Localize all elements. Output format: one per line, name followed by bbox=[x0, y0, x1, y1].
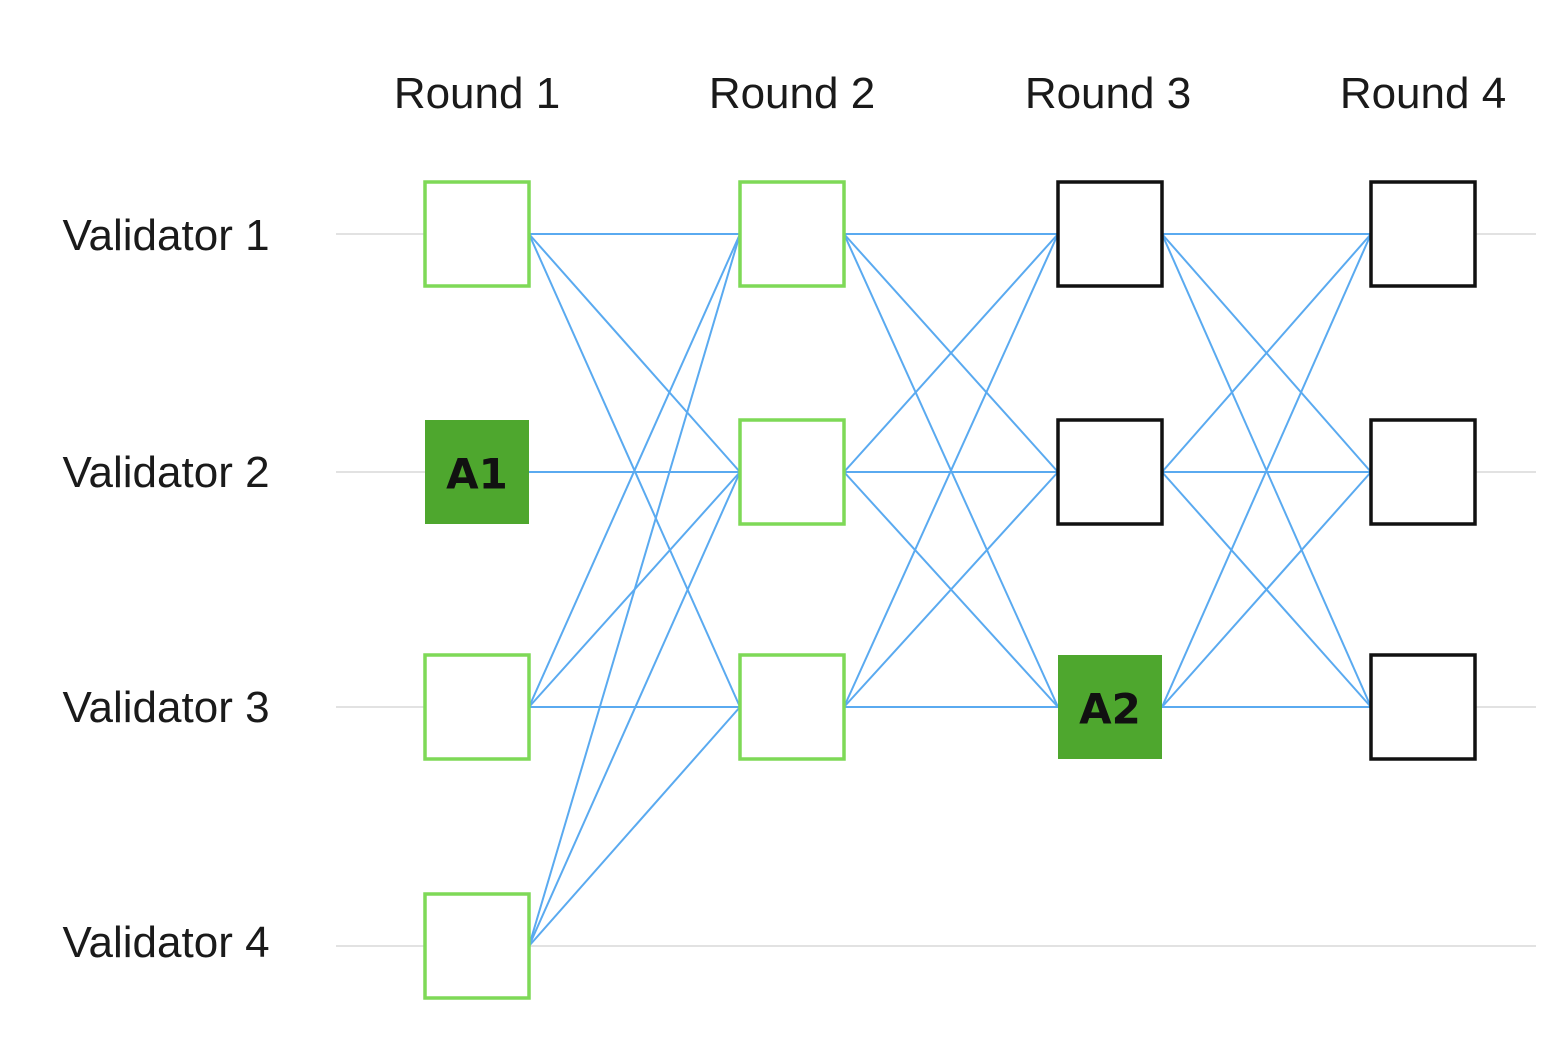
validator-labels: Validator 1 Validator 2 Validator 3 Vali… bbox=[62, 211, 269, 967]
validator-label-3: Validator 3 bbox=[62, 683, 269, 732]
block-round2-validator3 bbox=[738, 653, 846, 761]
edge-r1v4-to-r2v1 bbox=[528, 233, 741, 947]
round-label-4: Round 4 bbox=[1340, 69, 1506, 118]
block-box-r1v3 bbox=[423, 653, 531, 761]
edge-r1v1-to-r2v2 bbox=[528, 233, 741, 473]
validator-lanes bbox=[336, 233, 1536, 947]
block-round2-validator2 bbox=[738, 418, 846, 526]
block-box-r4v2 bbox=[1369, 418, 1477, 526]
block-round4-validator1 bbox=[1369, 180, 1477, 288]
block-box-r2v1 bbox=[738, 180, 846, 288]
block-box-r1v1 bbox=[423, 180, 531, 288]
edge-r2v3-to-r3v1 bbox=[843, 233, 1059, 708]
block-round2-validator1 bbox=[738, 180, 846, 288]
block-round3-validator1 bbox=[1056, 180, 1164, 288]
block-box-r3v1 bbox=[1056, 180, 1164, 288]
round-label-1: Round 1 bbox=[394, 69, 560, 118]
block-box-r4v3 bbox=[1369, 653, 1477, 761]
block-round1-validator2: A1 bbox=[425, 420, 529, 524]
anchor-block-r1v2 bbox=[425, 420, 529, 524]
edge-r2v3-to-r3v2 bbox=[843, 471, 1059, 708]
block-box-r1v4 bbox=[423, 892, 531, 1000]
round-label-3: Round 3 bbox=[1025, 69, 1191, 118]
edge-r3v2-to-r4v1 bbox=[1161, 233, 1372, 473]
block-round3-validator3: A2 bbox=[1058, 655, 1162, 759]
block-box-r2v2 bbox=[738, 418, 846, 526]
block-round1-validator4 bbox=[423, 892, 531, 1000]
edge-r3v3-to-r4v2 bbox=[1161, 471, 1372, 708]
block-round3-validator2 bbox=[1056, 418, 1164, 526]
block-box-r2v3 bbox=[738, 653, 846, 761]
block-round1-validator3 bbox=[423, 653, 531, 761]
anchor-label-a2: A2 bbox=[1079, 685, 1141, 734]
edge-r1v3-to-r2v1 bbox=[528, 233, 741, 708]
reference-edges bbox=[528, 233, 1372, 947]
anchor-block-r3v3 bbox=[1058, 655, 1162, 759]
block-round4-validator3 bbox=[1369, 653, 1477, 761]
block-box-r4v1 bbox=[1369, 180, 1477, 288]
round-label-2: Round 2 bbox=[709, 69, 875, 118]
edge-r2v2-to-r3v1 bbox=[843, 233, 1059, 473]
block-round4-validator2 bbox=[1369, 418, 1477, 526]
validator-label-2: Validator 2 bbox=[62, 448, 269, 497]
edge-r3v3-to-r4v1 bbox=[1161, 233, 1372, 708]
validator-label-1: Validator 1 bbox=[62, 211, 269, 260]
block-box-r3v2 bbox=[1056, 418, 1164, 526]
block-round1-validator1 bbox=[423, 180, 531, 288]
edge-r1v4-to-r2v3 bbox=[528, 706, 741, 947]
round-headers: Round 1 Round 2 Round 3 Round 4 bbox=[394, 69, 1506, 118]
edge-r1v4-to-r2v2 bbox=[528, 471, 741, 947]
validator-label-4: Validator 4 bbox=[62, 918, 269, 967]
anchor-label-a1: A1 bbox=[446, 450, 508, 499]
